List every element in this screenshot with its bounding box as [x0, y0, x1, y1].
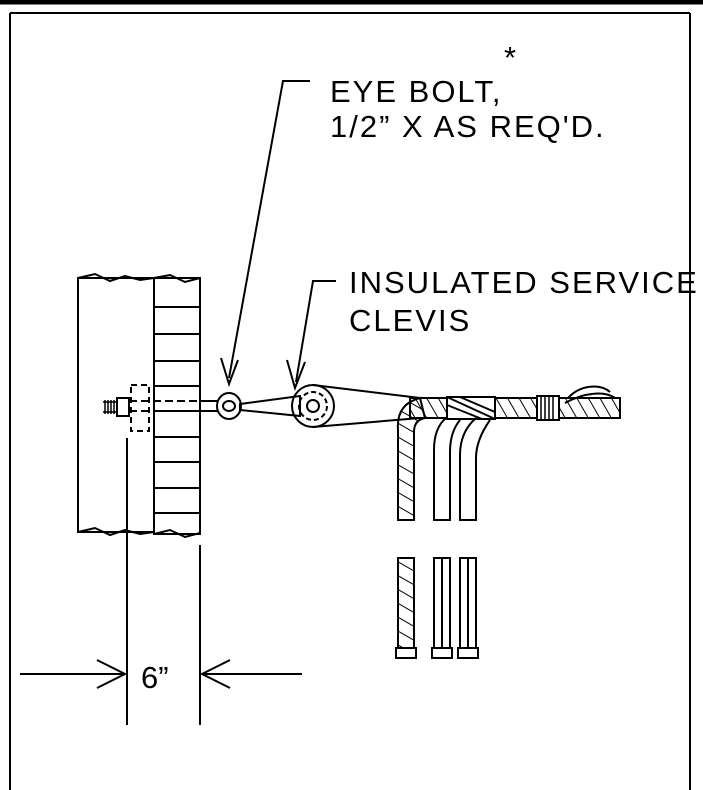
- eye-bolt-asterisk: *: [504, 40, 518, 75]
- dimension-value: 6”: [141, 660, 169, 695]
- clevis-label-line2: CLEVIS: [349, 303, 471, 338]
- dimension-6in: 6”: [20, 438, 302, 725]
- clevis-leader: [286, 280, 336, 392]
- eye-bolt-nut: [116, 397, 130, 417]
- eye-bolt-label-line1: EYE BOLT,: [330, 74, 503, 109]
- clevis-label-line1: INSULATED SERVICE: [349, 265, 699, 300]
- service-cable: [312, 384, 621, 659]
- eye-bolt: [103, 384, 242, 432]
- wall: [77, 272, 201, 539]
- eye-bolt-label-line2: 1/2” X AS REQ'D.: [330, 109, 606, 144]
- eye-bolt-leader: [220, 80, 310, 388]
